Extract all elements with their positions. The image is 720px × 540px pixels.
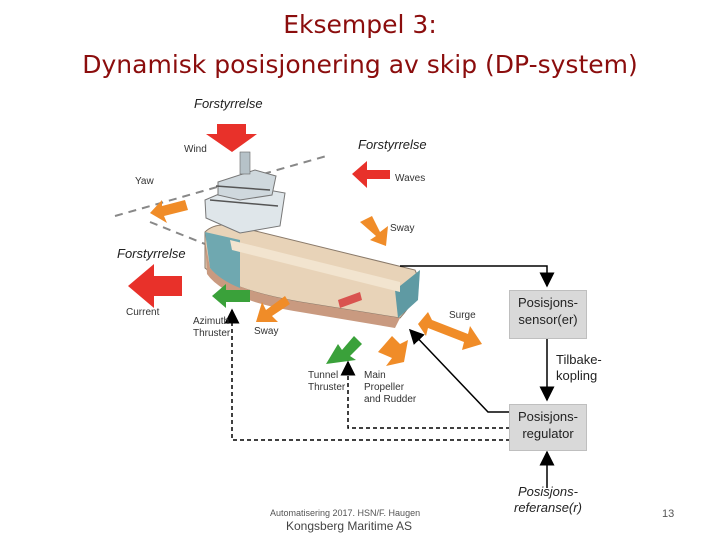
tunnel-label-line1: Tunnel xyxy=(308,370,345,382)
disturbance-label-current: Forstyrrelse xyxy=(117,246,186,261)
footer-note: Automatisering 2017. HSN/F. Haugen xyxy=(270,508,420,518)
feedback-label: Tilbake- kopling xyxy=(556,352,602,384)
wind-force-arrow xyxy=(206,124,257,152)
feedback-label-line1: Tilbake- xyxy=(556,352,602,368)
sway-label-bottom: Sway xyxy=(254,326,278,337)
azimuth-thruster-label: Azimuth Thruster xyxy=(193,316,230,340)
sway-motion-arrow-top xyxy=(360,216,388,246)
image-credit: Kongsberg Maritime AS xyxy=(286,519,412,533)
disturbance-label-wind: Forstyrrelse xyxy=(194,96,263,111)
waves-label: Waves xyxy=(395,173,425,184)
current-label: Current xyxy=(126,307,159,318)
main-label-line3: and Rudder xyxy=(364,394,416,406)
regulator-to-propeller-line xyxy=(410,330,510,412)
regulator-box-line2: regulator xyxy=(510,425,586,442)
tunnel-thruster-label: Tunnel Thruster xyxy=(308,370,345,394)
disturbance-label-waves: Forstyrrelse xyxy=(358,137,427,152)
regulator-box-line1: Posisjons- xyxy=(510,408,586,425)
sensor-box-line1: Posisjons- xyxy=(510,294,586,311)
main-label-line1: Main xyxy=(364,370,416,382)
current-force-arrow xyxy=(128,264,182,308)
azimuth-label-line1: Azimuth xyxy=(193,316,230,328)
feedback-label-line2: kopling xyxy=(556,368,602,384)
page-number: 13 xyxy=(662,508,674,520)
main-label-line2: Propeller xyxy=(364,382,416,394)
reference-label: Posisjons- referanse(r) xyxy=(514,484,582,516)
sway-label-top: Sway xyxy=(390,223,414,234)
sensor-input-line xyxy=(400,266,547,286)
yaw-label: Yaw xyxy=(135,176,154,187)
azimuth-label-line2: Thruster xyxy=(193,328,230,340)
reference-label-line2: referanse(r) xyxy=(514,500,582,516)
main-propeller-label: Main Propeller and Rudder xyxy=(364,370,416,406)
position-regulator-box: Posisjons- regulator xyxy=(509,404,587,451)
wind-label: Wind xyxy=(184,144,207,155)
main-propeller-arrow xyxy=(378,336,408,366)
tunnel-thruster-arrow xyxy=(326,336,362,364)
reference-label-line1: Posisjons- xyxy=(514,484,582,500)
surge-label: Surge xyxy=(449,310,476,321)
waves-force-arrow xyxy=(352,161,390,188)
sensor-box-line2: sensor(er) xyxy=(510,311,586,328)
tunnel-label-line2: Thruster xyxy=(308,382,345,394)
position-sensor-box: Posisjons- sensor(er) xyxy=(509,290,587,339)
